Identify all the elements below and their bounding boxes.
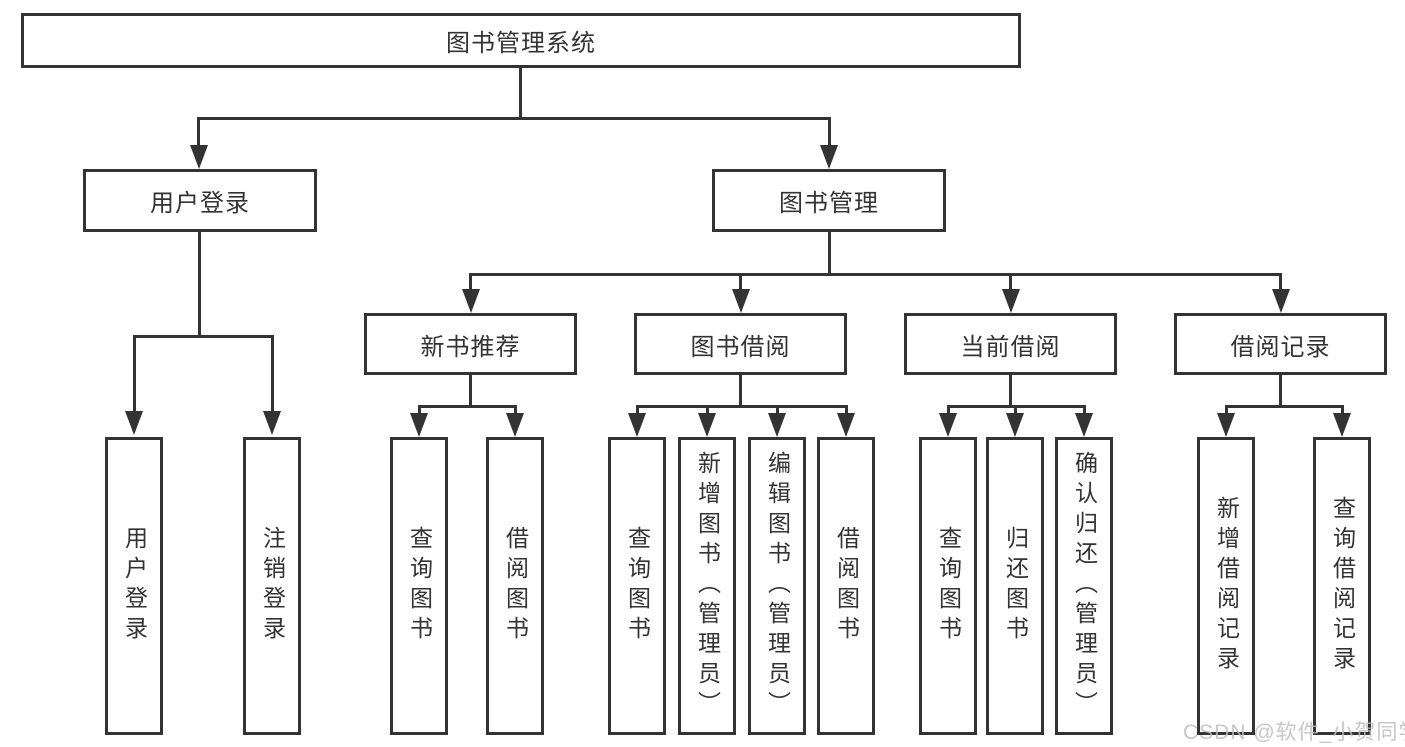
- leaf-query-books-borrowing: 查询图书: [608, 437, 666, 735]
- leaf-label: 确认归还（管理员）: [1071, 451, 1098, 721]
- arrow-down: [820, 145, 838, 169]
- node-current-borrowing: 当前借阅: [904, 313, 1117, 375]
- connector-line: [469, 273, 1282, 276]
- leaf-borrow-books-recommend: 借阅图书: [486, 437, 544, 735]
- connector-line: [1279, 273, 1282, 292]
- connector-line: [197, 117, 200, 148]
- arrow-down: [506, 413, 524, 437]
- leaf-label: 查询图书: [406, 526, 433, 646]
- arrow-down: [410, 413, 428, 437]
- leaf-label: 查询借阅记录: [1329, 496, 1356, 676]
- connector-line: [469, 375, 472, 408]
- connector-line: [739, 273, 742, 292]
- node-label: 图书管理系统: [446, 30, 596, 57]
- node-book-borrowing: 图书借阅: [634, 313, 847, 375]
- leaf-label: 归还图书: [1002, 526, 1029, 646]
- leaf-logout: 注销登录: [243, 437, 301, 735]
- node-new-book-recommend: 新书推荐: [364, 313, 577, 375]
- connector-line: [776, 405, 779, 415]
- leaf-label: 新增图书（管理员）: [694, 451, 721, 721]
- connector-line: [828, 232, 831, 276]
- node-label: 图书管理: [779, 190, 879, 217]
- node-label: 图书借阅: [690, 333, 791, 361]
- arrow-down: [462, 289, 480, 313]
- connector-line: [947, 405, 950, 415]
- arrow-down: [1002, 289, 1020, 313]
- connector-line: [636, 405, 639, 415]
- connector-line: [133, 335, 274, 338]
- leaf-label: 用户登录: [121, 526, 148, 646]
- connector-line: [198, 232, 201, 338]
- leaf-label: 借阅图书: [833, 526, 860, 646]
- connector-line: [133, 335, 136, 413]
- node-user-login: 用户登录: [83, 169, 317, 232]
- arrow-down: [1006, 413, 1024, 437]
- connector-line: [418, 405, 517, 408]
- connector-line: [1341, 405, 1344, 415]
- leaf-confirm-return-admin: 确认归还（管理员）: [1055, 437, 1113, 735]
- node-book-management: 图书管理: [712, 169, 946, 232]
- connector-line: [1279, 375, 1282, 408]
- connector-line: [1014, 405, 1017, 415]
- leaf-query-borrow-record: 查询借阅记录: [1313, 437, 1371, 735]
- leaf-label: 注销登录: [259, 526, 286, 646]
- connector-line: [1009, 273, 1012, 292]
- arrow-down: [1272, 289, 1290, 313]
- arrow-down: [125, 411, 143, 435]
- connector-line: [845, 405, 848, 415]
- arrow-down: [628, 413, 646, 437]
- leaf-user-login: 用户登录: [105, 437, 163, 735]
- connector-line: [1009, 375, 1012, 408]
- leaf-label: 查询图书: [624, 526, 651, 646]
- leaf-add-borrow-record: 新增借阅记录: [1197, 437, 1255, 735]
- leaf-return-book: 归还图书: [986, 437, 1044, 735]
- leaf-edit-book-admin: 编辑图书（管理员）: [748, 437, 806, 735]
- csdn-watermark: CSDN @软件_小贺同学: [1183, 721, 1405, 744]
- connector-line: [418, 405, 421, 415]
- connector-line: [706, 405, 709, 415]
- connector-line: [1083, 405, 1086, 415]
- node-borrowing-records: 借阅记录: [1174, 313, 1387, 375]
- connector-line: [271, 335, 274, 413]
- leaf-label: 查询图书: [935, 526, 962, 646]
- leaf-query-books-recommend: 查询图书: [390, 437, 448, 735]
- connector-line: [1225, 405, 1344, 408]
- arrow-down: [1333, 413, 1351, 437]
- leaf-query-books-current: 查询图书: [919, 437, 977, 735]
- arrow-down: [1217, 413, 1235, 437]
- connector-line: [519, 68, 522, 120]
- leaf-label: 新增借阅记录: [1213, 496, 1240, 676]
- arrow-down: [939, 413, 957, 437]
- arrow-down: [732, 289, 750, 313]
- node-library-system: 图书管理系统: [21, 13, 1021, 68]
- arrow-down: [698, 413, 716, 437]
- leaf-label: 借阅图书: [502, 526, 529, 646]
- arrow-down: [768, 413, 786, 437]
- arrow-down: [837, 413, 855, 437]
- node-label: 当前借阅: [960, 333, 1061, 361]
- arrow-down: [263, 411, 281, 435]
- node-label: 新书推荐: [420, 333, 521, 361]
- arrow-down: [1075, 413, 1093, 437]
- node-label: 借阅记录: [1230, 333, 1331, 361]
- connector-line: [636, 405, 848, 408]
- arrow-down: [190, 145, 208, 169]
- leaf-add-book-admin: 新增图书（管理员）: [678, 437, 736, 735]
- connector-line: [197, 117, 831, 120]
- leaf-borrow-books-borrowing: 借阅图书: [817, 437, 875, 735]
- node-label: 用户登录: [150, 190, 250, 217]
- connector-line: [469, 273, 472, 292]
- connector-line: [514, 405, 517, 415]
- leaf-label: 编辑图书（管理员）: [764, 451, 791, 721]
- connector-line: [828, 117, 831, 148]
- connector-line: [739, 375, 742, 408]
- connector-line: [1225, 405, 1228, 415]
